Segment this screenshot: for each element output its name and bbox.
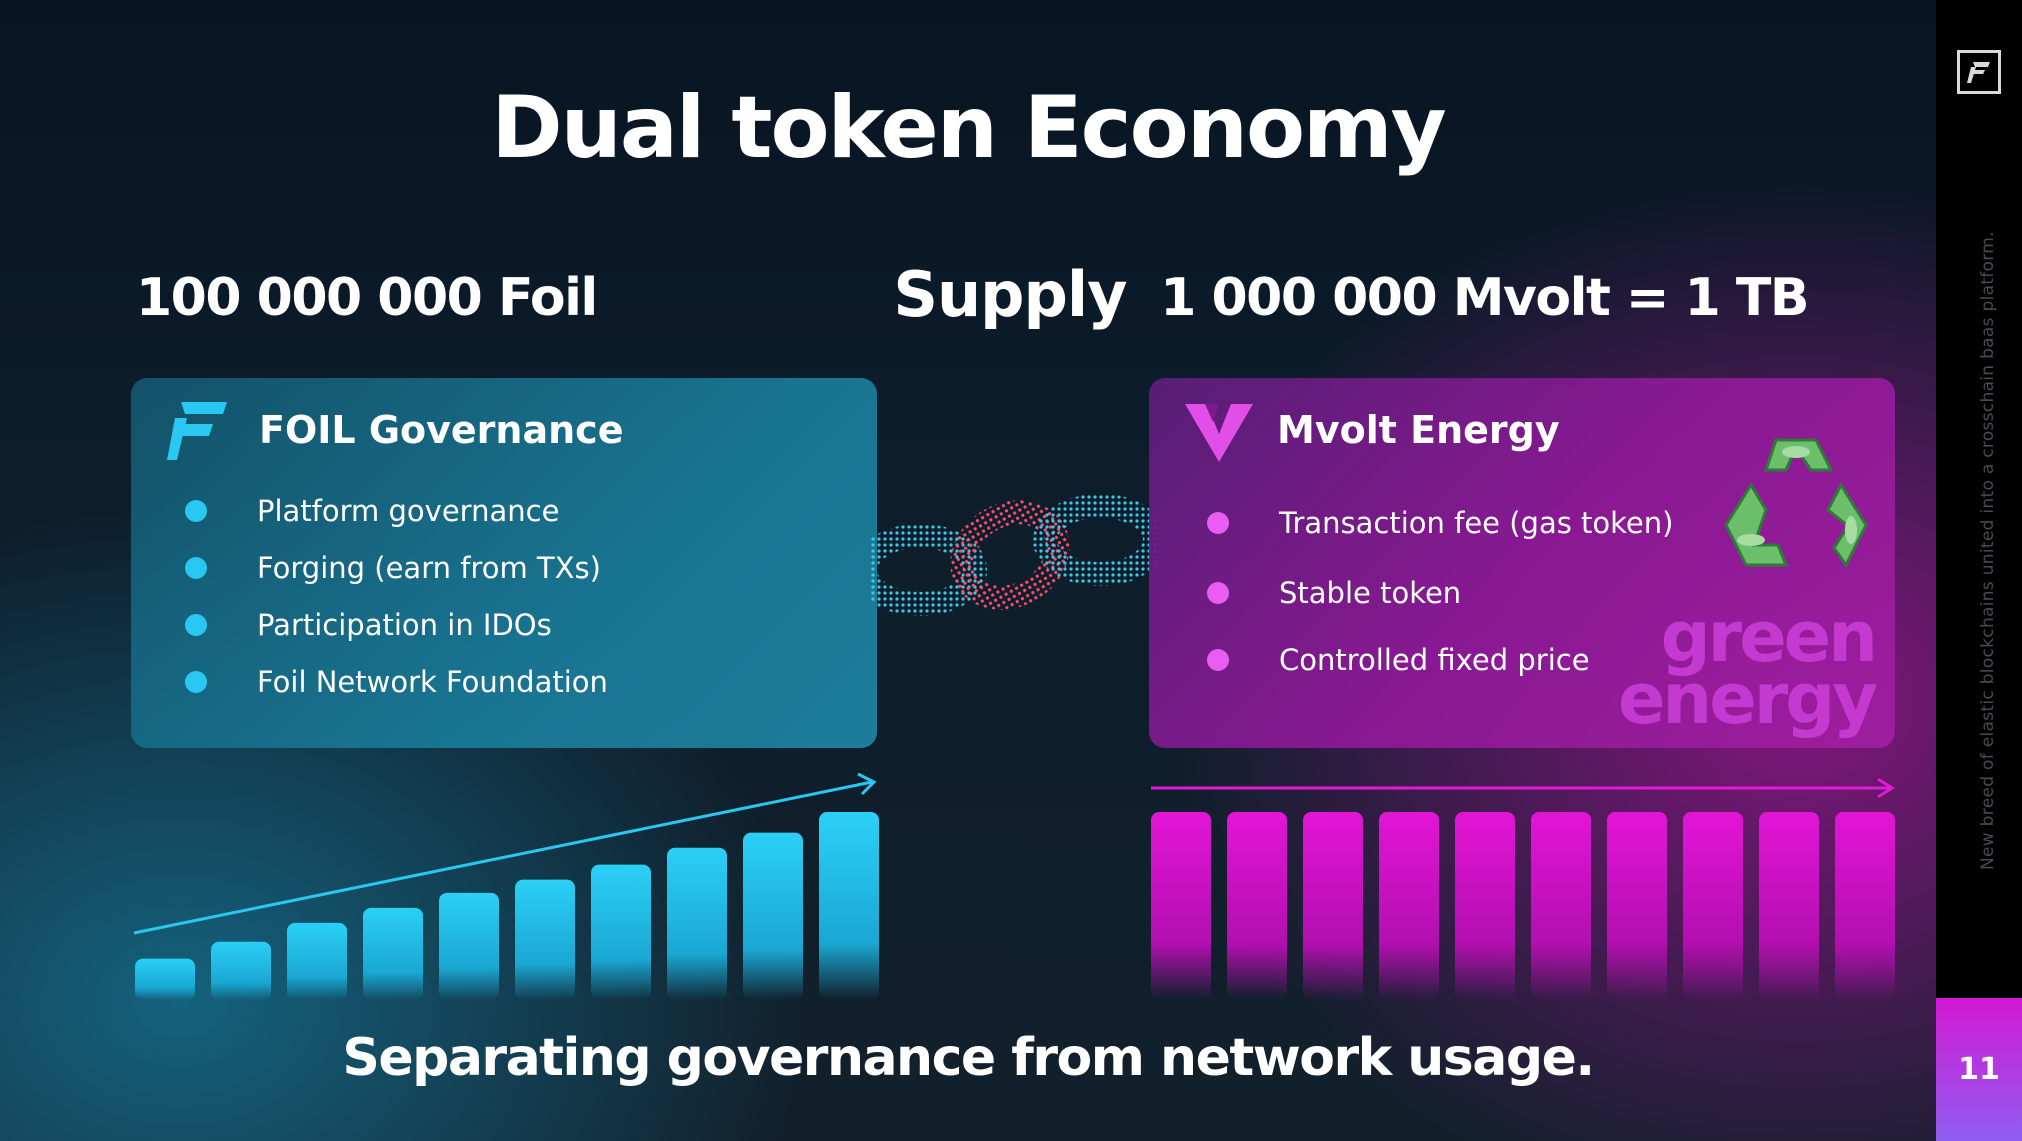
- tagline: Separating governance from network usage…: [342, 1028, 1595, 1088]
- foil-growth-arrow: [133, 780, 873, 935]
- supply-bar: [1531, 812, 1591, 1000]
- supply-bar: [211, 941, 271, 1000]
- supply-bar: [363, 907, 423, 1000]
- green-energy-line1: green: [1660, 596, 1878, 678]
- supply-bar: [1303, 812, 1363, 1000]
- bullet-dot: [1207, 512, 1229, 534]
- foil-governance-card: FOIL Governance Platform governance Forg…: [131, 378, 877, 748]
- supply-bar: [1607, 812, 1667, 1000]
- page-number: 11: [1936, 998, 2022, 1141]
- bullet-dot: [185, 671, 207, 693]
- bullet-dot: [185, 500, 207, 522]
- supply-bar: [1151, 812, 1211, 1000]
- supply-bar: [1835, 812, 1895, 1000]
- list-item: Platform governance: [185, 494, 559, 528]
- foil-growth-bars: [135, 812, 879, 1000]
- recycle-leaves-icon: [1724, 438, 1868, 568]
- bullet-dot: [1207, 582, 1229, 604]
- supply-bar: [1379, 812, 1439, 1000]
- mvolt-card-title: Mvolt Energy: [1277, 408, 1560, 452]
- mvolt-supply: 1 000 000 Mvolt = 1 TB: [1160, 268, 1809, 328]
- slide: Dual token Economy 100 000 000 Foil Supp…: [0, 0, 1936, 1141]
- supply-bar: [819, 812, 879, 1000]
- foil-supply: 100 000 000 Foil: [136, 268, 598, 328]
- supply-bar: [515, 879, 575, 1000]
- supply-bar: [439, 892, 499, 1000]
- list-item: Controlled fixed price: [1207, 643, 1590, 677]
- supply-bar: [135, 958, 195, 1000]
- supply-bar: [1455, 812, 1515, 1000]
- mvolt-arrow-head: [1877, 777, 1895, 799]
- foil-logo-glyph: [1967, 62, 1990, 83]
- supply-bar: [1759, 812, 1819, 1000]
- supply-bar: [287, 922, 347, 1000]
- mvolt-fixed-bars: [1151, 812, 1895, 1000]
- bullet-dot: [1207, 649, 1229, 671]
- supply-bar: [1683, 812, 1743, 1000]
- supply-bars: [133, 772, 1895, 1000]
- bullet-dot: [185, 557, 207, 579]
- mvolt-energy-card: Mvolt Energy Transaction fee (gas token)…: [1149, 378, 1895, 748]
- bullet-dot: [185, 614, 207, 636]
- slide-title: Dual token Economy: [491, 78, 1446, 178]
- green-energy-line2: energy: [1617, 658, 1878, 740]
- list-item: Forging (earn from TXs): [185, 551, 601, 585]
- sidebar-vertical-text: New breed of elastic blockchains united …: [1978, 231, 1998, 870]
- sidebar: [1936, 0, 2022, 1141]
- supply-bar: [1227, 812, 1287, 1000]
- supply-label: Supply: [893, 258, 1127, 331]
- foil-logo-icon: [167, 402, 227, 460]
- list-item: Stable token: [1207, 576, 1461, 610]
- mvolt-logo-icon: [1185, 404, 1253, 462]
- supply-bar: [667, 847, 727, 1000]
- supply-bar: [591, 864, 651, 1000]
- foil-arrow-head: [857, 772, 877, 796]
- green-energy-badge: green energy: [1617, 596, 1878, 740]
- list-item: Foil Network Foundation: [185, 665, 608, 699]
- list-item: Transaction fee (gas token): [1207, 506, 1673, 540]
- foil-logo-icon: [1957, 50, 2001, 94]
- list-item: Participation in IDOs: [185, 608, 552, 642]
- supply-bar: [743, 832, 803, 1000]
- foil-card-title: FOIL Governance: [259, 408, 624, 452]
